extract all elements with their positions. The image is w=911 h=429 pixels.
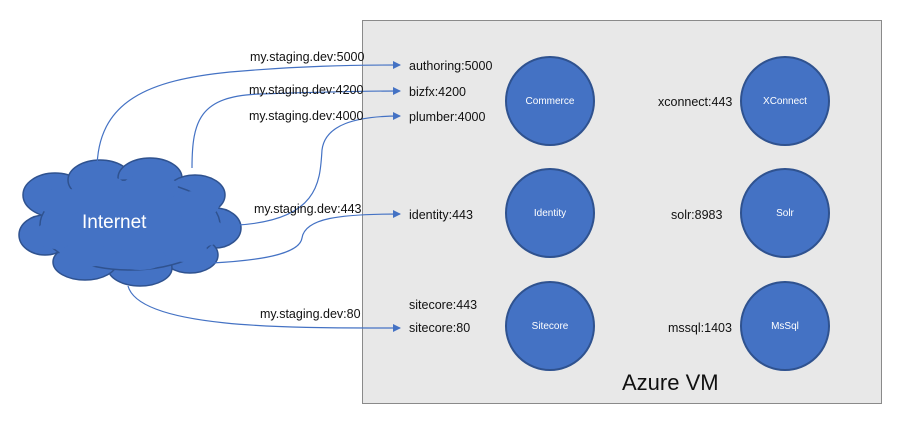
port-plumber: plumber:4000 xyxy=(409,110,486,124)
port-mssql: mssql:1403 xyxy=(668,321,732,335)
internet-cloud xyxy=(18,157,242,287)
route-label-443: my.staging.dev:443 xyxy=(254,202,362,216)
route-arrow-443 xyxy=(211,210,401,264)
route-label-5000: my.staging.dev:5000 xyxy=(250,50,365,64)
port-sitecore-80: sitecore:80 xyxy=(409,321,471,335)
commerce-node: Commerce xyxy=(505,56,595,146)
port-sitecore-443: sitecore:443 xyxy=(409,298,478,312)
route-arrow-4200 xyxy=(191,87,401,169)
identity-node: Identity xyxy=(505,168,595,258)
port-solr: solr:8983 xyxy=(671,208,723,222)
mssql-node: MsSql xyxy=(740,281,830,371)
xconnect-node: XConnect xyxy=(740,56,830,146)
route-label-4200: my.staging.dev:4200 xyxy=(249,83,364,97)
port-xconnect: xconnect:443 xyxy=(658,95,733,109)
port-bizfx: bizfx:4200 xyxy=(409,85,466,99)
azure-vm-label: Azure VM xyxy=(622,370,719,395)
route-arrow-4000 xyxy=(237,112,401,226)
sitecore-node: Sitecore xyxy=(505,281,595,371)
port-identity: identity:443 xyxy=(409,208,473,222)
route-label-4000: my.staging.dev:4000 xyxy=(249,109,364,123)
port-authoring: authoring:5000 xyxy=(409,59,493,73)
solr-node: Solr xyxy=(740,168,830,258)
route-arrow-80 xyxy=(127,285,401,333)
route-arrow-5000 xyxy=(96,61,401,171)
internet-label: Internet xyxy=(82,212,147,233)
route-label-80: my.staging.dev:80 xyxy=(260,307,361,321)
